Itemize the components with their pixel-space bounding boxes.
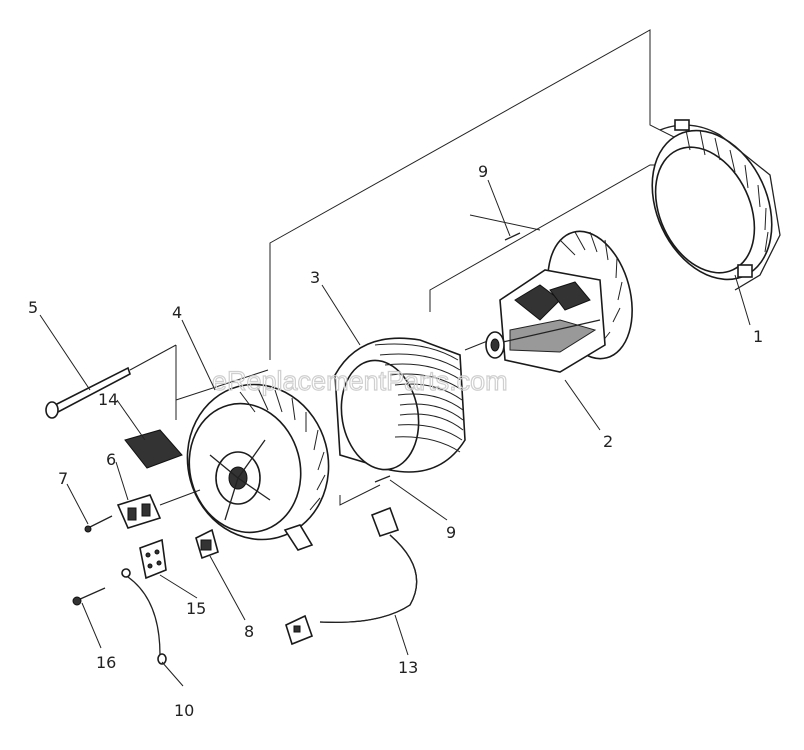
callout-1: 1	[753, 327, 763, 346]
callout-labels: 1 2 3 4 5 6 7 8 9 9 10 13 14 15 16	[28, 162, 763, 720]
callout-8: 8	[244, 622, 254, 641]
part-16-screw	[72, 587, 106, 606]
callout-9-bottom: 9	[446, 523, 456, 542]
watermark: eReplacementParts.com	[212, 366, 508, 396]
callout-13: 13	[398, 658, 418, 677]
part-2-rotor	[485, 230, 633, 373]
part-15-terminal	[139, 538, 167, 580]
part-6-brush-holder	[116, 489, 201, 529]
part-10-ground-wire	[121, 568, 167, 665]
part-1-end-housing	[651, 119, 781, 291]
part-13-harness	[285, 506, 418, 646]
part-5-through-bolt	[45, 366, 131, 419]
part-8-module	[195, 528, 219, 560]
callout-6: 6	[106, 450, 116, 469]
part-7-screw	[84, 515, 113, 533]
part-14-cover	[124, 429, 183, 469]
callout-16: 16	[96, 653, 116, 672]
callout-3: 3	[310, 268, 320, 287]
callout-4: 4	[172, 303, 182, 322]
callout-15: 15	[186, 599, 206, 618]
callout-7: 7	[58, 469, 68, 488]
part-3-stator	[334, 337, 466, 473]
part-4-front-housing	[186, 383, 330, 551]
callout-leaders	[39, 179, 751, 687]
part-9-pins	[374, 232, 521, 483]
callout-9-top: 9	[478, 162, 488, 181]
callout-5: 5	[28, 298, 38, 317]
callout-2: 2	[603, 432, 613, 451]
callout-10: 10	[174, 701, 194, 720]
callout-14: 14	[98, 390, 118, 409]
